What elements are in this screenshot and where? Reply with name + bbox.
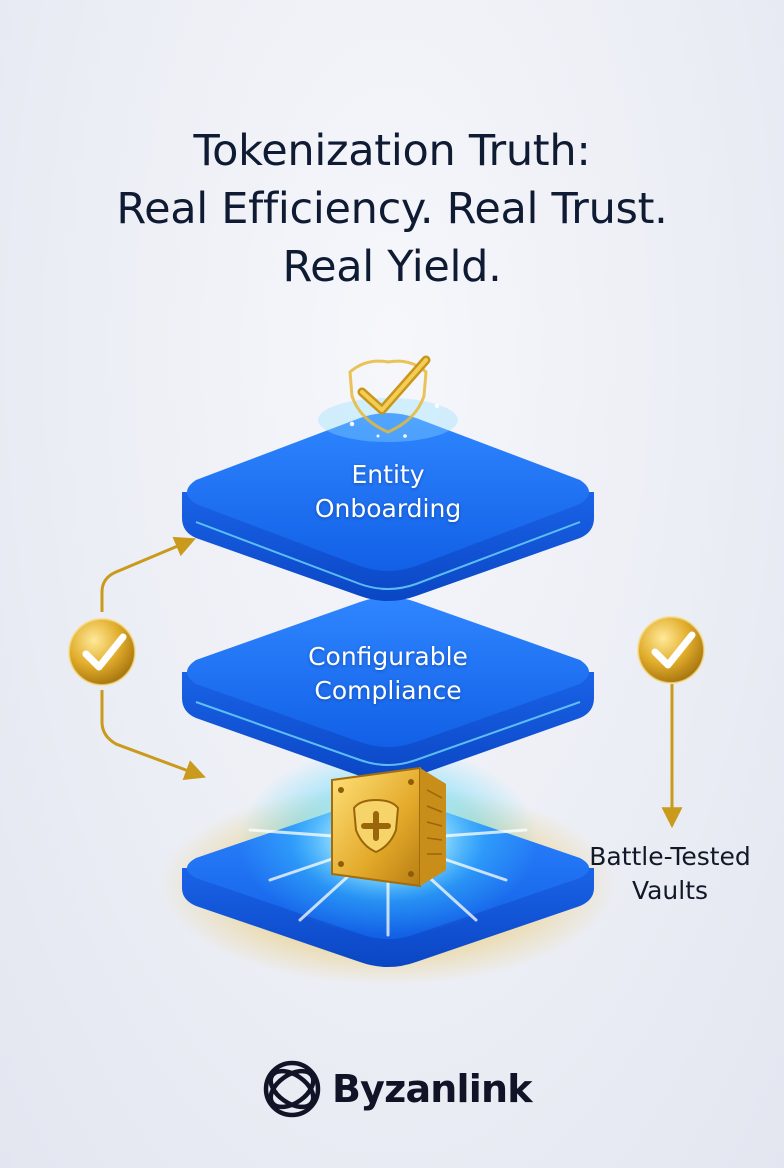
- layer-label-compliance: Configurable Compliance: [238, 640, 538, 708]
- left-flow-arrows: [100, 536, 206, 780]
- headline-line-1: Tokenization Truth:: [193, 126, 591, 176]
- onboarding-layer: [182, 398, 594, 601]
- shield-check-icon: [348, 355, 431, 434]
- check-badge-icon-left: [68, 618, 136, 686]
- layer-label-line: Entity: [351, 460, 425, 489]
- brand-lockup: Byzanlink: [262, 1056, 533, 1122]
- side-label-line: Battle-Tested: [589, 842, 751, 871]
- headline-line-2: Real Efficiency. Real Trust.: [116, 184, 668, 234]
- layer-label-vaults: Battle-Tested Vaults: [560, 840, 780, 908]
- page-headline: Tokenization Truth: Real Efficiency. Rea…: [0, 122, 784, 296]
- layer-label-line: Compliance: [314, 676, 462, 705]
- layer-label-line: Configurable: [308, 642, 468, 671]
- vault-icon: [331, 766, 446, 888]
- side-label-line: Vaults: [631, 876, 709, 905]
- check-badge-icon-right: [637, 616, 705, 684]
- sparkle-icons: [349, 404, 439, 438]
- layer-label-onboarding: Entity Onboarding: [238, 458, 538, 526]
- byzanlink-logo-icon: [263, 1060, 321, 1118]
- headline-line-3: Real Yield.: [282, 242, 502, 292]
- brand-name: Byzanlink: [332, 1067, 533, 1111]
- compliance-layer: [182, 597, 594, 781]
- layer-label-line: Onboarding: [314, 494, 462, 523]
